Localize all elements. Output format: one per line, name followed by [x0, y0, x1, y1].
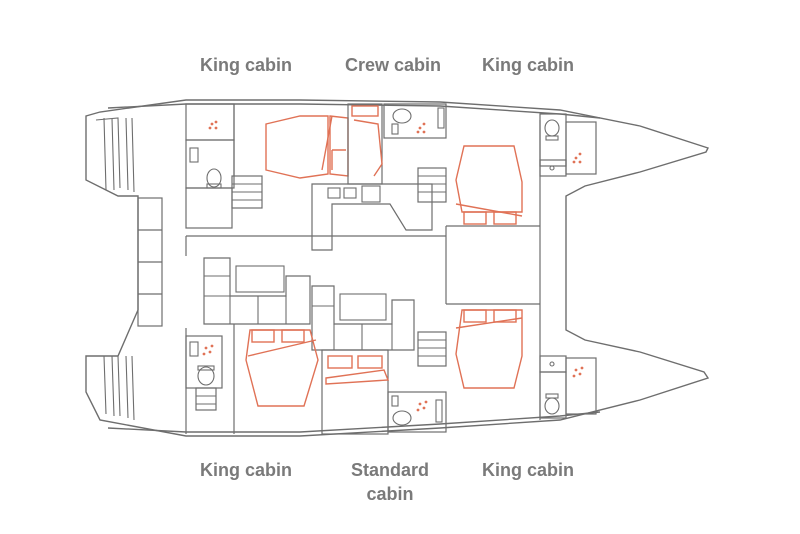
saloon-structure — [137, 120, 541, 434]
hull-outline — [85, 99, 710, 437]
bottom-right-king-cabin — [455, 309, 597, 419]
top-left-king-cabin — [185, 103, 349, 229]
label-top-left-king-cabin: King cabin — [199, 55, 292, 75]
label-top-right-king-cabin: King cabin — [481, 55, 574, 75]
label-standard-cabin: Standard cabin — [320, 458, 460, 506]
label-crew-cabin: Crew cabin — [344, 55, 442, 75]
top-right-king-cabin — [455, 113, 597, 225]
label-bottom-left-king-cabin: King cabin — [199, 460, 292, 480]
label-standard-cabin-line1: Standard — [350, 460, 429, 480]
label-standard-cabin-line2: cabin — [366, 484, 414, 504]
bottom-left-king-cabin — [185, 324, 319, 434]
crew-cabin — [347, 103, 447, 185]
label-bottom-right-king-cabin: King cabin — [481, 460, 574, 480]
standard-cabin — [321, 349, 447, 435]
